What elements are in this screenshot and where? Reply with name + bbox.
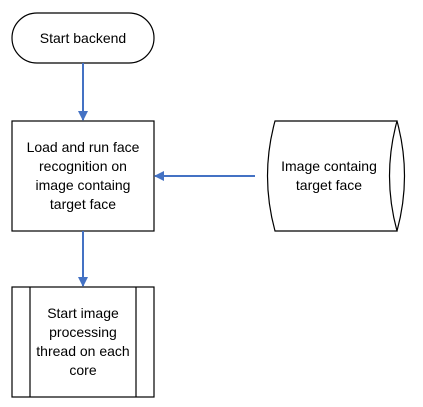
image-store-node-label: Image containg target face (281, 158, 377, 193)
face-recognition-node-label: Load and run face recognition on image c… (26, 139, 140, 212)
image-store-stored-data-curve (396, 120, 406, 232)
face-recognition-process-shape (11, 120, 155, 232)
thread-start-predefined-process-shape (11, 286, 155, 398)
thread-start-node-label: Start image processing thread on each co… (36, 305, 130, 378)
start-node-label: Start backend (39, 29, 127, 46)
